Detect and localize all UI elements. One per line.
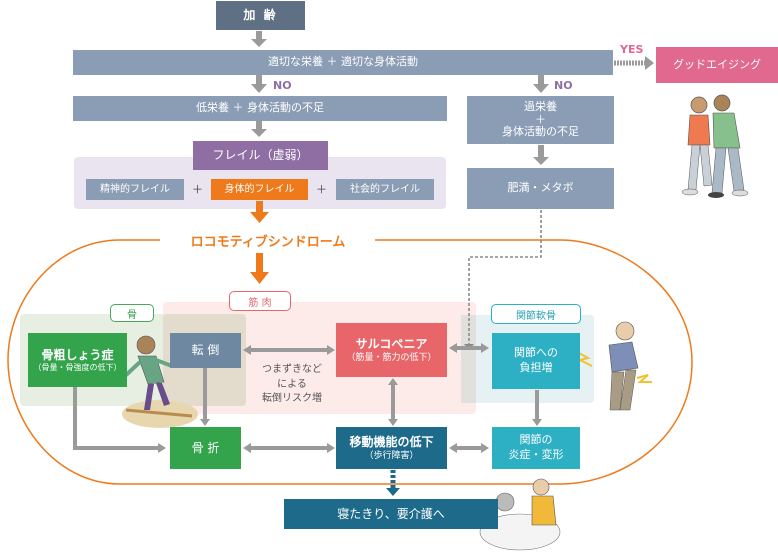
arrow-mobility-to-bedridden bbox=[386, 470, 400, 496]
mobility-sub: （歩行障害） bbox=[364, 451, 419, 462]
bedridden-box: 寝たきり、要介護へ bbox=[284, 499, 498, 529]
arrow-over-to-obesity bbox=[533, 145, 549, 165]
fall-risk-line1: つまずきなど bbox=[262, 364, 322, 375]
no-label-right: NO bbox=[554, 79, 573, 92]
sarcopenia-title: サルコペニア bbox=[355, 336, 428, 351]
joint-load-line2: 負担増 bbox=[519, 361, 553, 374]
arrow-locomo-to-muscle bbox=[250, 253, 269, 284]
cartilage-tag: 関節軟骨 bbox=[491, 304, 581, 324]
over-nutrition-box: 過栄養 ＋ 身体活動の不足 bbox=[467, 96, 614, 144]
sarcopenia-box: サルコペニア （筋量・筋力の低下） bbox=[336, 323, 447, 377]
over-nutrition-line2: 身体活動の不足 bbox=[502, 125, 579, 139]
obesity-box: 肥満・メタボ bbox=[467, 168, 614, 209]
joint-inflammation-line2: 炎症・変形 bbox=[508, 448, 564, 461]
mobility-box: 移動機能の低下 （歩行障害） bbox=[336, 427, 447, 469]
joint-pain-man-illustration bbox=[576, 321, 652, 411]
fall-risk-line2: による bbox=[277, 378, 307, 390]
joint-inflammation-line1: 関節の bbox=[519, 433, 553, 447]
fall-risk-text: つまずきなど による 転倒リスク増 bbox=[248, 363, 336, 407]
social-frailty-box: 社会的フレイル bbox=[336, 179, 434, 200]
osteoporosis-box: 骨粗しょう症 （骨量・骨強度の低下） bbox=[28, 333, 127, 387]
over-nutrition-line1: 過栄養 bbox=[524, 100, 557, 114]
physical-frailty-box: 身体的フレイル bbox=[211, 179, 308, 200]
arrow-aging-down bbox=[251, 31, 267, 47]
fall-box: 転 倒 bbox=[170, 333, 241, 368]
locomotive-outline bbox=[7, 239, 693, 485]
joint-inflammation-box: 関節の 炎症・変形 bbox=[492, 427, 580, 469]
joint-load-box: 関節への 負担増 bbox=[492, 333, 580, 389]
plus-2: ＋ bbox=[316, 183, 327, 196]
fracture-box: 骨 折 bbox=[170, 427, 241, 469]
dashed-obesity-to-joint bbox=[468, 210, 542, 344]
arrow-no-right bbox=[533, 75, 549, 93]
plus-1: ＋ bbox=[192, 183, 203, 196]
osteoporosis-sub: （骨量・骨強度の低下） bbox=[33, 362, 122, 372]
low-nutrition-box: 低栄養 ＋ 身体活動の不足 bbox=[73, 96, 447, 121]
bone-tag: 骨 bbox=[110, 304, 154, 322]
good-aging-box: グッドエイジング bbox=[656, 47, 778, 83]
mobility-title: 移動機能の低下 bbox=[349, 434, 434, 449]
arrow-yes-dotted bbox=[614, 56, 654, 70]
arrow-no-left bbox=[251, 75, 267, 93]
arrow-low-to-frailty bbox=[251, 120, 267, 137]
aging-box: 加 齢 bbox=[216, 1, 305, 30]
falling-woman-illustration bbox=[122, 335, 198, 428]
arrow-frailty-to-locomo bbox=[250, 201, 269, 223]
caregiver-illustration bbox=[479, 478, 561, 551]
muscle-tag: 筋 肉 bbox=[229, 291, 291, 311]
osteoporosis-title: 骨粗しょう症 bbox=[41, 347, 114, 362]
locomotive-title: ロコモティブシンドローム bbox=[165, 231, 371, 250]
muscle-cartilage-overlap bbox=[461, 315, 476, 403]
condition-box: 適切な栄養 ＋ 適切な身体活動 bbox=[73, 50, 613, 75]
over-nutrition-plus: ＋ bbox=[535, 112, 546, 126]
yes-label: YES bbox=[620, 43, 644, 56]
sarcopenia-sub: （筋量・筋力の低下） bbox=[346, 353, 437, 364]
mental-frailty-box: 精神的フレイル bbox=[86, 179, 184, 200]
joint-load-line1: 関節への bbox=[514, 346, 558, 360]
no-label-left: NO bbox=[273, 79, 292, 92]
frailty-title-box: フレイル（虚弱） bbox=[193, 141, 328, 170]
arrow-osteo-to-fracture bbox=[73, 387, 158, 450]
fall-risk-line3: 転倒リスク増 bbox=[262, 393, 322, 404]
walking-couple-illustration bbox=[681, 94, 749, 198]
